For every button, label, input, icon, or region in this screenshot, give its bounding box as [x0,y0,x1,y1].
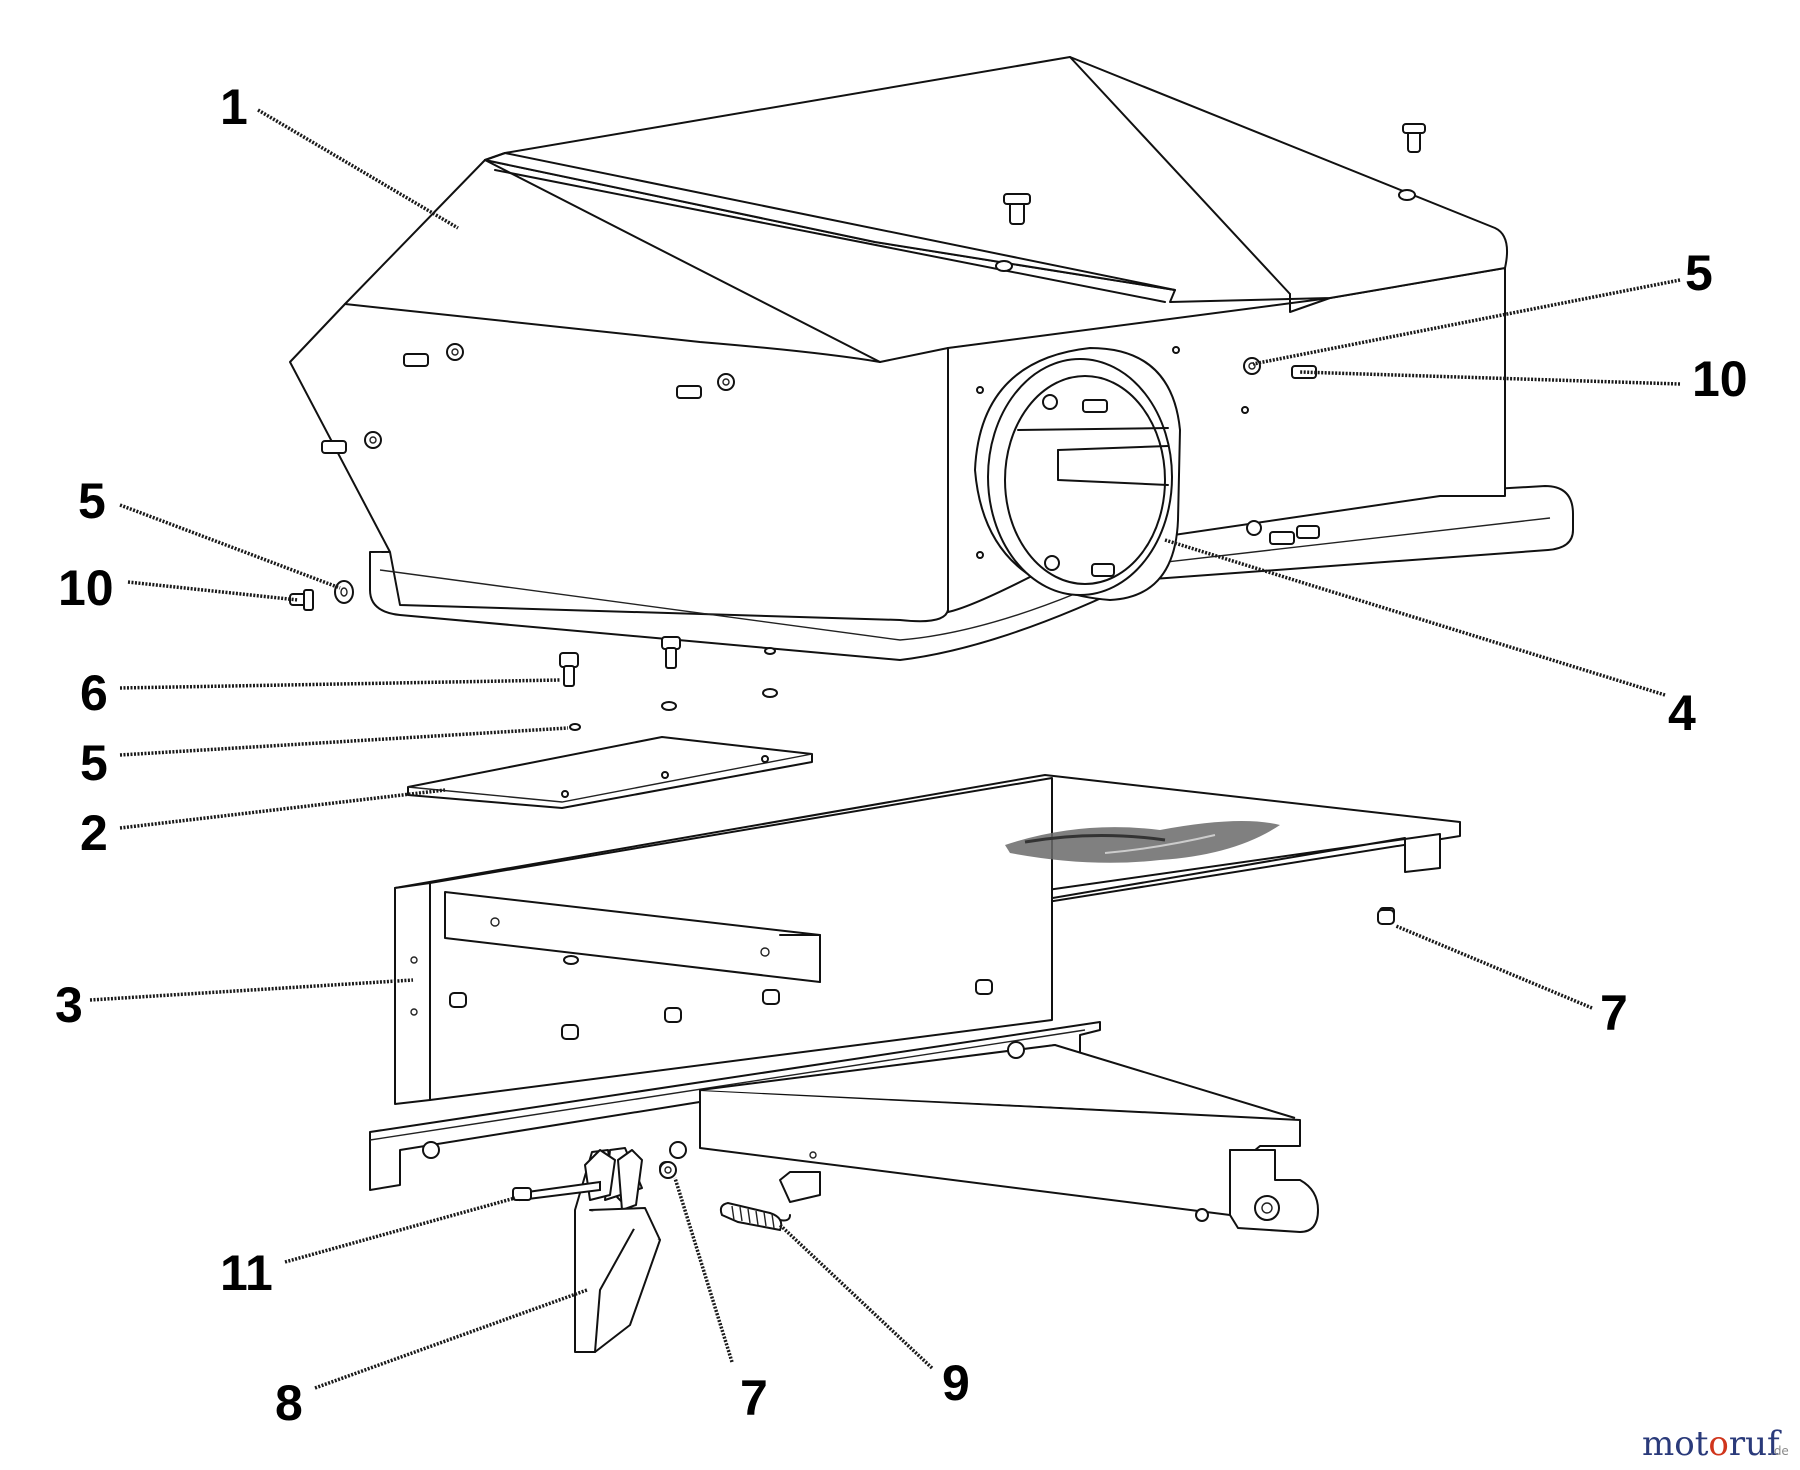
hood-bolt-top-1 [1003,193,1031,225]
washer-5-left [334,580,354,604]
callout-10-right: 10 [1692,351,1748,407]
callout-labels: 1 5 10 5 10 6 5 2 4 3 7 11 8 7 9 [55,79,1748,1431]
hood-bolt-top-2 [1402,123,1426,153]
main-frame [369,774,1461,1233]
nut-7-lower [659,1161,677,1179]
callout-4: 4 [1668,685,1696,741]
callout-2: 2 [80,805,108,861]
watermark-text-part-2: o [1708,1424,1728,1464]
callout-8: 8 [275,1375,303,1431]
callout-5-top-right: 5 [1685,245,1713,301]
clevis-pin [512,1180,601,1202]
leader-lines [89,108,1681,1390]
callout-1: 1 [220,79,248,135]
callout-9: 9 [942,1355,970,1411]
callout-5-middle: 5 [80,735,108,791]
callout-11: 11 [220,1245,273,1301]
bolt-10-left [289,589,314,611]
latch-lever [574,1147,661,1353]
watermark-suffix: .de [1770,1444,1789,1458]
callout-7-lower: 7 [740,1370,768,1426]
callout-7-right: 7 [1600,985,1628,1041]
callout-3: 3 [55,977,83,1033]
bolt-6 [559,652,579,687]
bolt-under-center [661,636,681,669]
svg-text:motoruf: motoruf [1642,1424,1782,1464]
watermark-text-part-3: ruf [1729,1424,1782,1464]
mounting-plate [407,736,813,809]
hopper-hood [289,56,1574,661]
discharge-ring [974,347,1181,601]
callout-10-left: 10 [58,560,114,616]
watermark-text-part-1: mot [1642,1424,1709,1464]
callout-5-left: 5 [78,473,106,529]
deck-decal [1005,821,1280,863]
nut-7-right [1377,909,1395,925]
tension-spring [719,1201,791,1232]
callout-6: 6 [80,665,108,721]
motoruf-watermark: motoruf .de [1642,1424,1789,1464]
